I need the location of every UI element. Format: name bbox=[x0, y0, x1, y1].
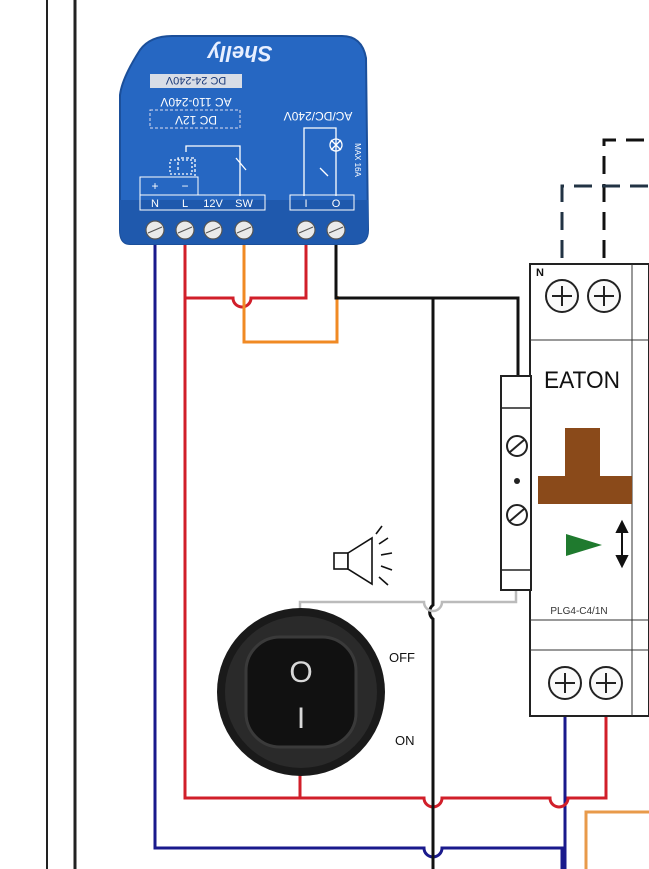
terminal-label-l: L bbox=[182, 198, 188, 210]
arrow-up-down-icon bbox=[615, 519, 629, 569]
plus-mark: + bbox=[151, 179, 158, 193]
output-rating: AC/DC/240V bbox=[284, 109, 353, 123]
sw-wire bbox=[242, 238, 339, 344]
switch-off-symbol: O bbox=[289, 656, 312, 689]
breaker-brand: EATON bbox=[544, 367, 620, 394]
terminal-label-12v: 12V bbox=[203, 198, 223, 210]
aux-wire bbox=[298, 590, 518, 614]
rating-dc12: DC 12V bbox=[175, 113, 217, 127]
relay-brand: Shelly bbox=[206, 41, 273, 66]
rating-dc: DC 24-240V bbox=[165, 74, 226, 86]
max-current: MAX 16A bbox=[353, 143, 362, 177]
breaker-handle bbox=[538, 428, 632, 504]
breaker-indicator bbox=[566, 534, 602, 556]
aux-screw-2 bbox=[514, 478, 520, 484]
wires bbox=[153, 238, 649, 869]
switch-off-label: OFF bbox=[389, 650, 415, 665]
dashed-enclosure bbox=[560, 138, 649, 258]
screw-terminal-n bbox=[145, 220, 165, 240]
rocker-switch: O I bbox=[217, 608, 385, 776]
aux-contact-block bbox=[500, 375, 532, 591]
relay-module: Shelly DC 24-240V AC 110-240V DC 12V AC/… bbox=[119, 35, 370, 245]
terminal-label-i: I bbox=[304, 198, 307, 210]
switch-on-symbol: I bbox=[297, 702, 305, 735]
output-wire bbox=[334, 238, 520, 378]
breaker-top-screws bbox=[545, 279, 621, 313]
bottom-right-box bbox=[584, 810, 649, 869]
screw-terminal-o bbox=[326, 220, 346, 240]
terminal-label-n: N bbox=[151, 198, 159, 210]
screw-terminal-l bbox=[175, 220, 195, 240]
horn-icon bbox=[333, 525, 393, 586]
breaker-model: PLG4-C4/1N bbox=[550, 606, 607, 617]
switch-on-label: ON bbox=[395, 733, 415, 748]
terminal-label-o: O bbox=[332, 198, 341, 210]
switch-rocker bbox=[244, 635, 358, 749]
circuit-breaker: N EATON PLG4-C4/1N bbox=[500, 263, 649, 717]
relay-screws bbox=[145, 220, 346, 240]
output-vertical bbox=[428, 298, 435, 869]
breaker-bottom-screws bbox=[548, 666, 623, 700]
terminal-label-sw: SW bbox=[235, 198, 253, 210]
screw-terminal-i bbox=[296, 220, 316, 240]
page-border bbox=[46, 0, 77, 869]
screw-terminal-12v bbox=[203, 220, 223, 240]
minus-mark: − bbox=[181, 179, 188, 193]
live-wire bbox=[183, 238, 608, 809]
rating-ac: AC 110-240V bbox=[160, 95, 231, 109]
screw-terminal-sw bbox=[234, 220, 254, 240]
breaker-top-label: N bbox=[536, 267, 544, 279]
